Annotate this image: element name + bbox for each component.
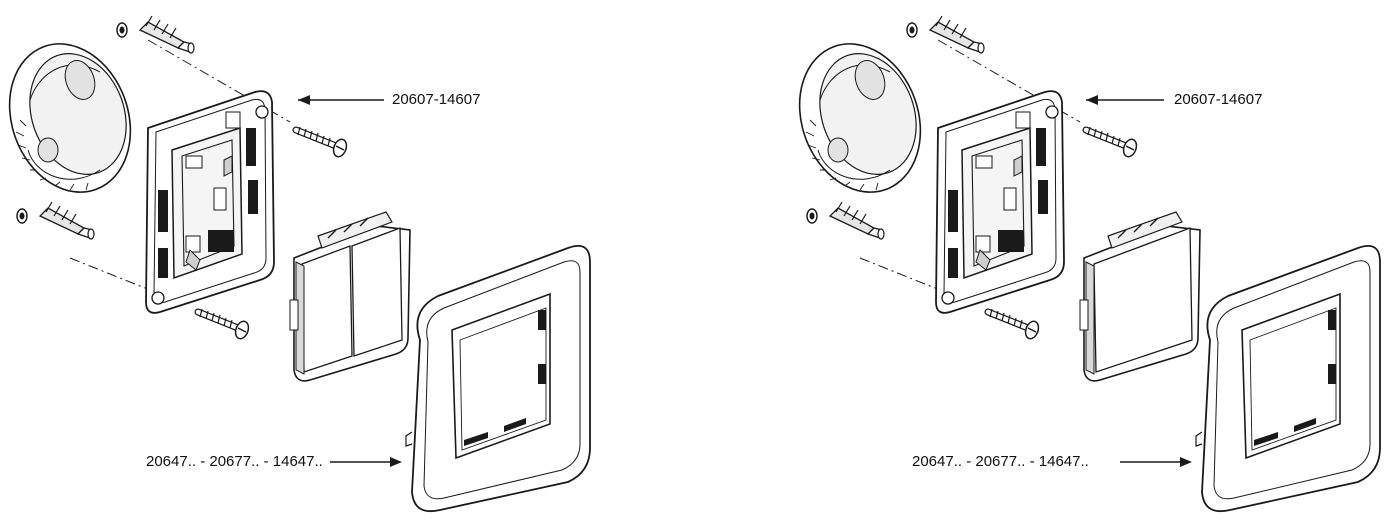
single-rocker-switch-module [1079, 211, 1201, 382]
frame-code-label-right: 20607-14607 [1174, 91, 1263, 108]
assembly-panel-left [0, 16, 590, 511]
frame-box-plugs-screws-plate [780, 16, 1380, 511]
frame-code-label-left: 20607-14607 [392, 91, 481, 108]
assembly-panel-right [780, 16, 1380, 511]
plate-code-label-left: 20647.. - 20677.. - 14647.. [146, 453, 323, 470]
plate-code-label-right: 20647.. - 20677.. - 14647.. [912, 453, 1089, 470]
double-rocker-switch-module [289, 211, 411, 382]
